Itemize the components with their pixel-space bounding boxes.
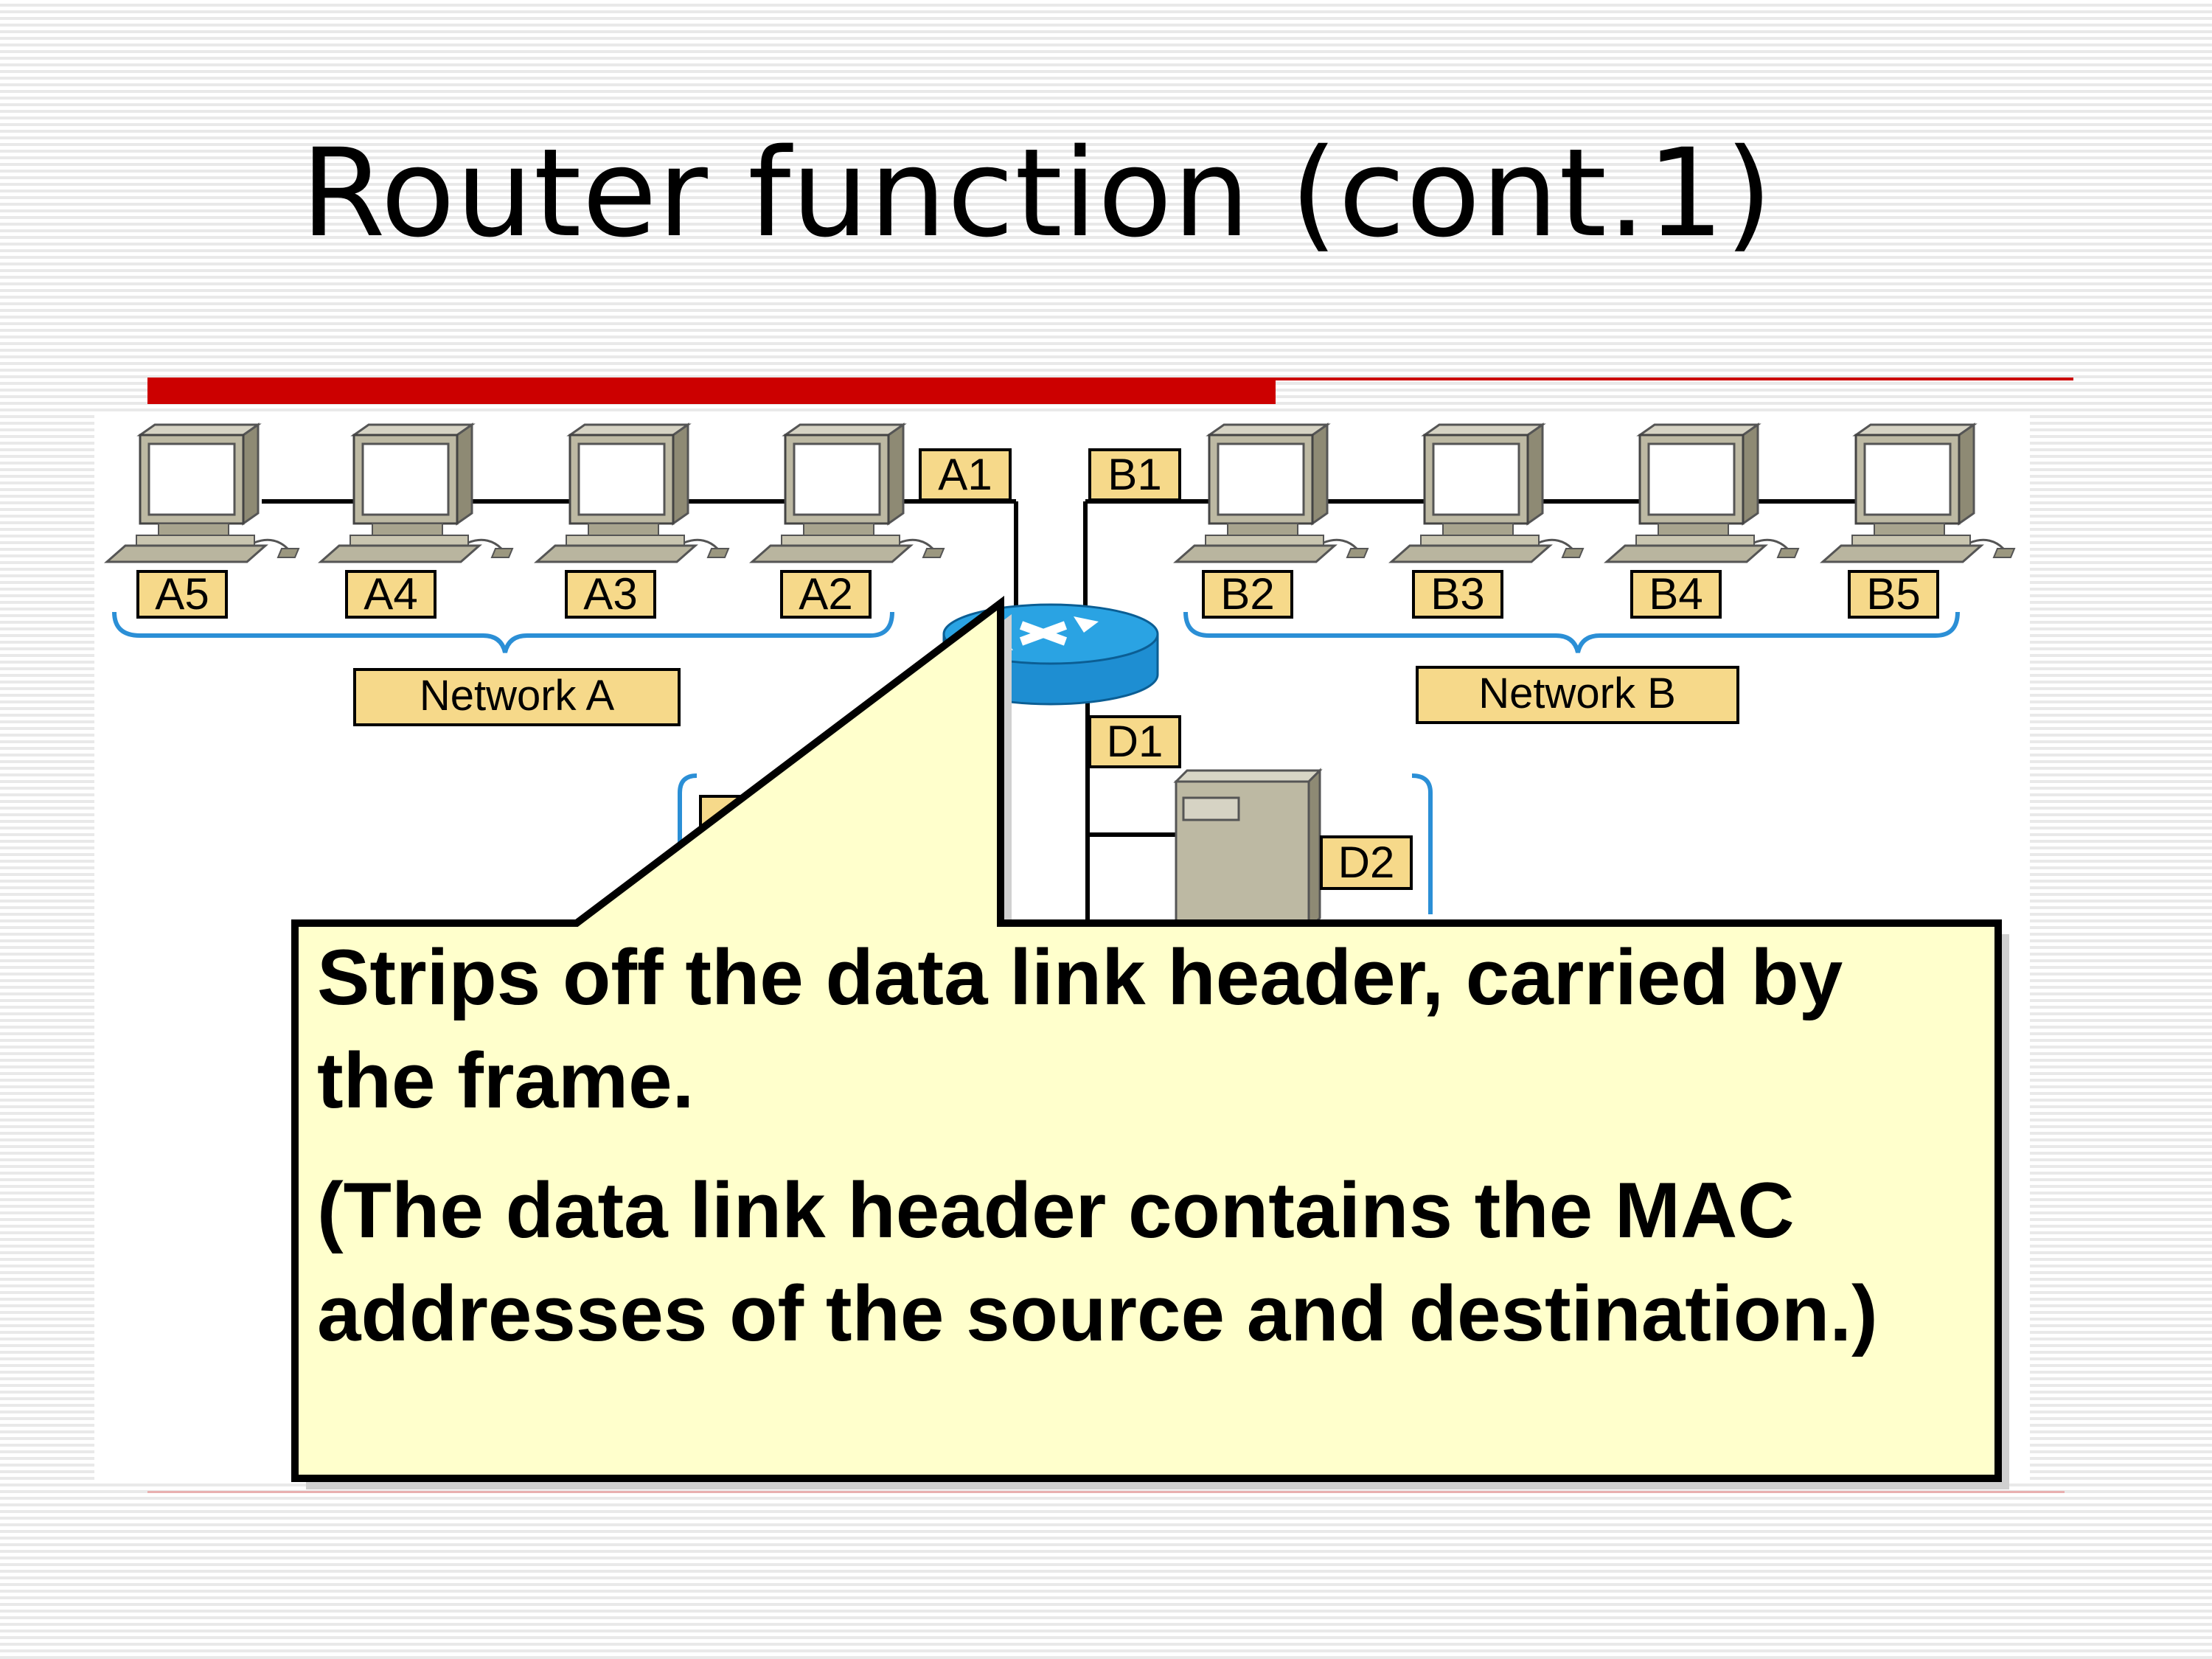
label-a1: A1 (919, 448, 1012, 501)
label-b1: B1 (1088, 448, 1181, 501)
server-icon (1173, 768, 1323, 932)
network-a-label: Network A (353, 668, 681, 726)
label-a4: A4 (345, 569, 437, 619)
callout-line-2: (The data link header contains the MAC a… (317, 1166, 1878, 1357)
label-b2-text: B2 (1220, 569, 1274, 619)
label-b5-text: B5 (1866, 569, 1920, 619)
label-b4: B4 (1630, 569, 1722, 619)
label-d2-text: D2 (1338, 838, 1395, 887)
label-d1-text: D1 (1107, 717, 1164, 766)
label-a4-text: A4 (364, 569, 417, 619)
network-b-label-text: Network B (1478, 669, 1676, 717)
label-a3-text: A3 (583, 569, 637, 619)
callout-text: Strips off the data link header, carried… (317, 925, 1961, 1365)
network-b-label: Network B (1416, 666, 1739, 724)
network-b-brace (1183, 611, 1960, 653)
label-b3: B3 (1412, 569, 1503, 619)
label-a2: A2 (780, 569, 872, 619)
label-a2-text: A2 (799, 569, 852, 619)
title-accent-line (1276, 378, 2073, 380)
label-b3-text: B3 (1430, 569, 1484, 619)
network-a-label-text: Network A (420, 672, 615, 720)
label-a5: A5 (136, 569, 228, 619)
label-d2: D2 (1320, 835, 1413, 890)
label-b2: B2 (1202, 569, 1293, 619)
label-a1-text: A1 (938, 450, 992, 499)
label-d1: D1 (1088, 715, 1181, 768)
label-a3: A3 (565, 569, 656, 619)
slide-title: Router function (cont.1) (301, 122, 1773, 264)
host-labels: A5 A4 A3 A2 A1 B1 B2 B3 B4 B5 D1 D2 (136, 448, 1939, 890)
label-b5: B5 (1848, 569, 1939, 619)
label-a5-text: A5 (155, 569, 209, 619)
label-b1-text: B1 (1107, 450, 1161, 499)
label-b4-text: B4 (1649, 569, 1703, 619)
bottom-divider-line (147, 1491, 2065, 1493)
callout-line-1: Strips off the data link header, carried… (317, 933, 1843, 1124)
network-d-brace (1411, 773, 1433, 914)
network-d-lines (1085, 664, 1176, 929)
network-c-brace (678, 773, 698, 855)
network-labels: Network A Network B (353, 666, 1739, 726)
title-accent-bar (147, 378, 1276, 404)
network-a-brace (112, 611, 894, 653)
